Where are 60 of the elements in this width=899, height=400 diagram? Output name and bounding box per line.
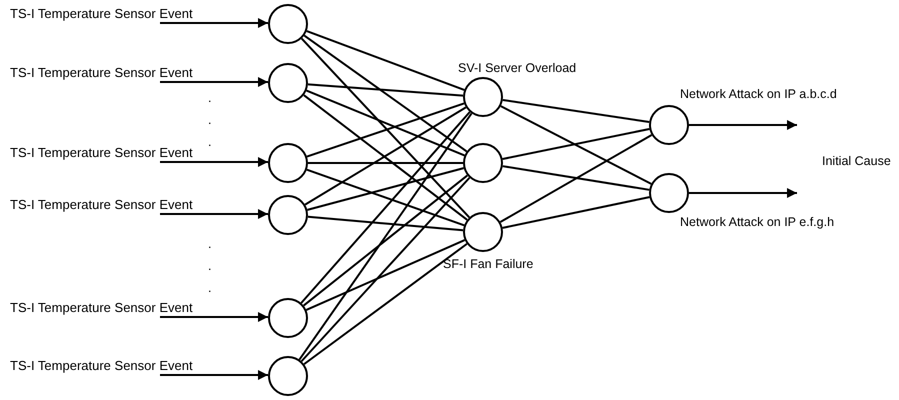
arrow (160, 18, 268, 28)
arrow (160, 209, 268, 219)
connector-line (502, 165, 650, 191)
neuron-circle (649, 105, 689, 145)
connector-line (300, 38, 470, 218)
neuron-circle (268, 63, 308, 103)
connector-line (502, 196, 650, 229)
arrow (160, 77, 268, 87)
connector-line (298, 112, 472, 360)
arrow (160, 157, 268, 167)
neuron-circle (268, 356, 308, 396)
ellipsis-dot: . (208, 281, 212, 296)
arrow (689, 188, 797, 198)
neuron-circle (649, 173, 689, 213)
ellipsis-dot: . (208, 91, 212, 106)
connector-line (500, 105, 652, 185)
node-caption: Network Attack on IP e.f.g.h (680, 215, 834, 230)
node-caption: SV-I Server Overload (458, 61, 576, 76)
ellipsis-dot: . (208, 113, 212, 128)
connector-line (306, 30, 465, 91)
connector-line (303, 94, 468, 221)
arrow (689, 120, 797, 130)
connector-line (308, 216, 464, 232)
node-caption: SF-I Fan Failure (443, 257, 534, 272)
connector-line (300, 177, 470, 362)
ellipsis-dot: . (208, 135, 212, 150)
connector-line (306, 90, 465, 156)
neuron-circle (268, 298, 308, 338)
node-caption: Network Attack on IP a.b.c.d (680, 87, 837, 102)
arrow (160, 370, 268, 380)
connector-line (304, 243, 468, 365)
connector-line (303, 174, 468, 306)
connector-line (308, 83, 464, 97)
connector-line (300, 111, 471, 304)
neuron-circle (463, 77, 503, 117)
connector-line (307, 167, 464, 211)
event-label: TS-I Temperature Sensor Event (10, 197, 193, 214)
neuron-circle (463, 212, 503, 252)
connector-line (306, 102, 464, 158)
event-label: TS-I Temperature Sensor Event (10, 145, 193, 162)
connector-line (304, 106, 466, 206)
event-label: TS-I Temperature Sensor Event (10, 65, 193, 82)
connector-line (304, 34, 468, 152)
arrow (160, 312, 268, 322)
connector-line (502, 128, 650, 160)
ellipsis-dot: . (208, 237, 212, 252)
connector-line (502, 98, 650, 124)
output-label: Initial Cause (822, 154, 891, 169)
event-label: TS-I Temperature Sensor Event (10, 300, 193, 317)
ellipsis-dot: . (208, 259, 212, 274)
connector-line (306, 239, 466, 311)
event-label: TS-I Temperature Sensor Event (10, 6, 193, 23)
connector-line (308, 162, 463, 164)
event-label: TS-I Temperature Sensor Event (10, 358, 193, 375)
neuron-circle (268, 143, 308, 183)
neuron-circle (268, 195, 308, 235)
connector-line (500, 134, 652, 223)
neuron-circle (463, 143, 503, 183)
neuron-circle (268, 4, 308, 44)
connector-line (306, 168, 464, 226)
